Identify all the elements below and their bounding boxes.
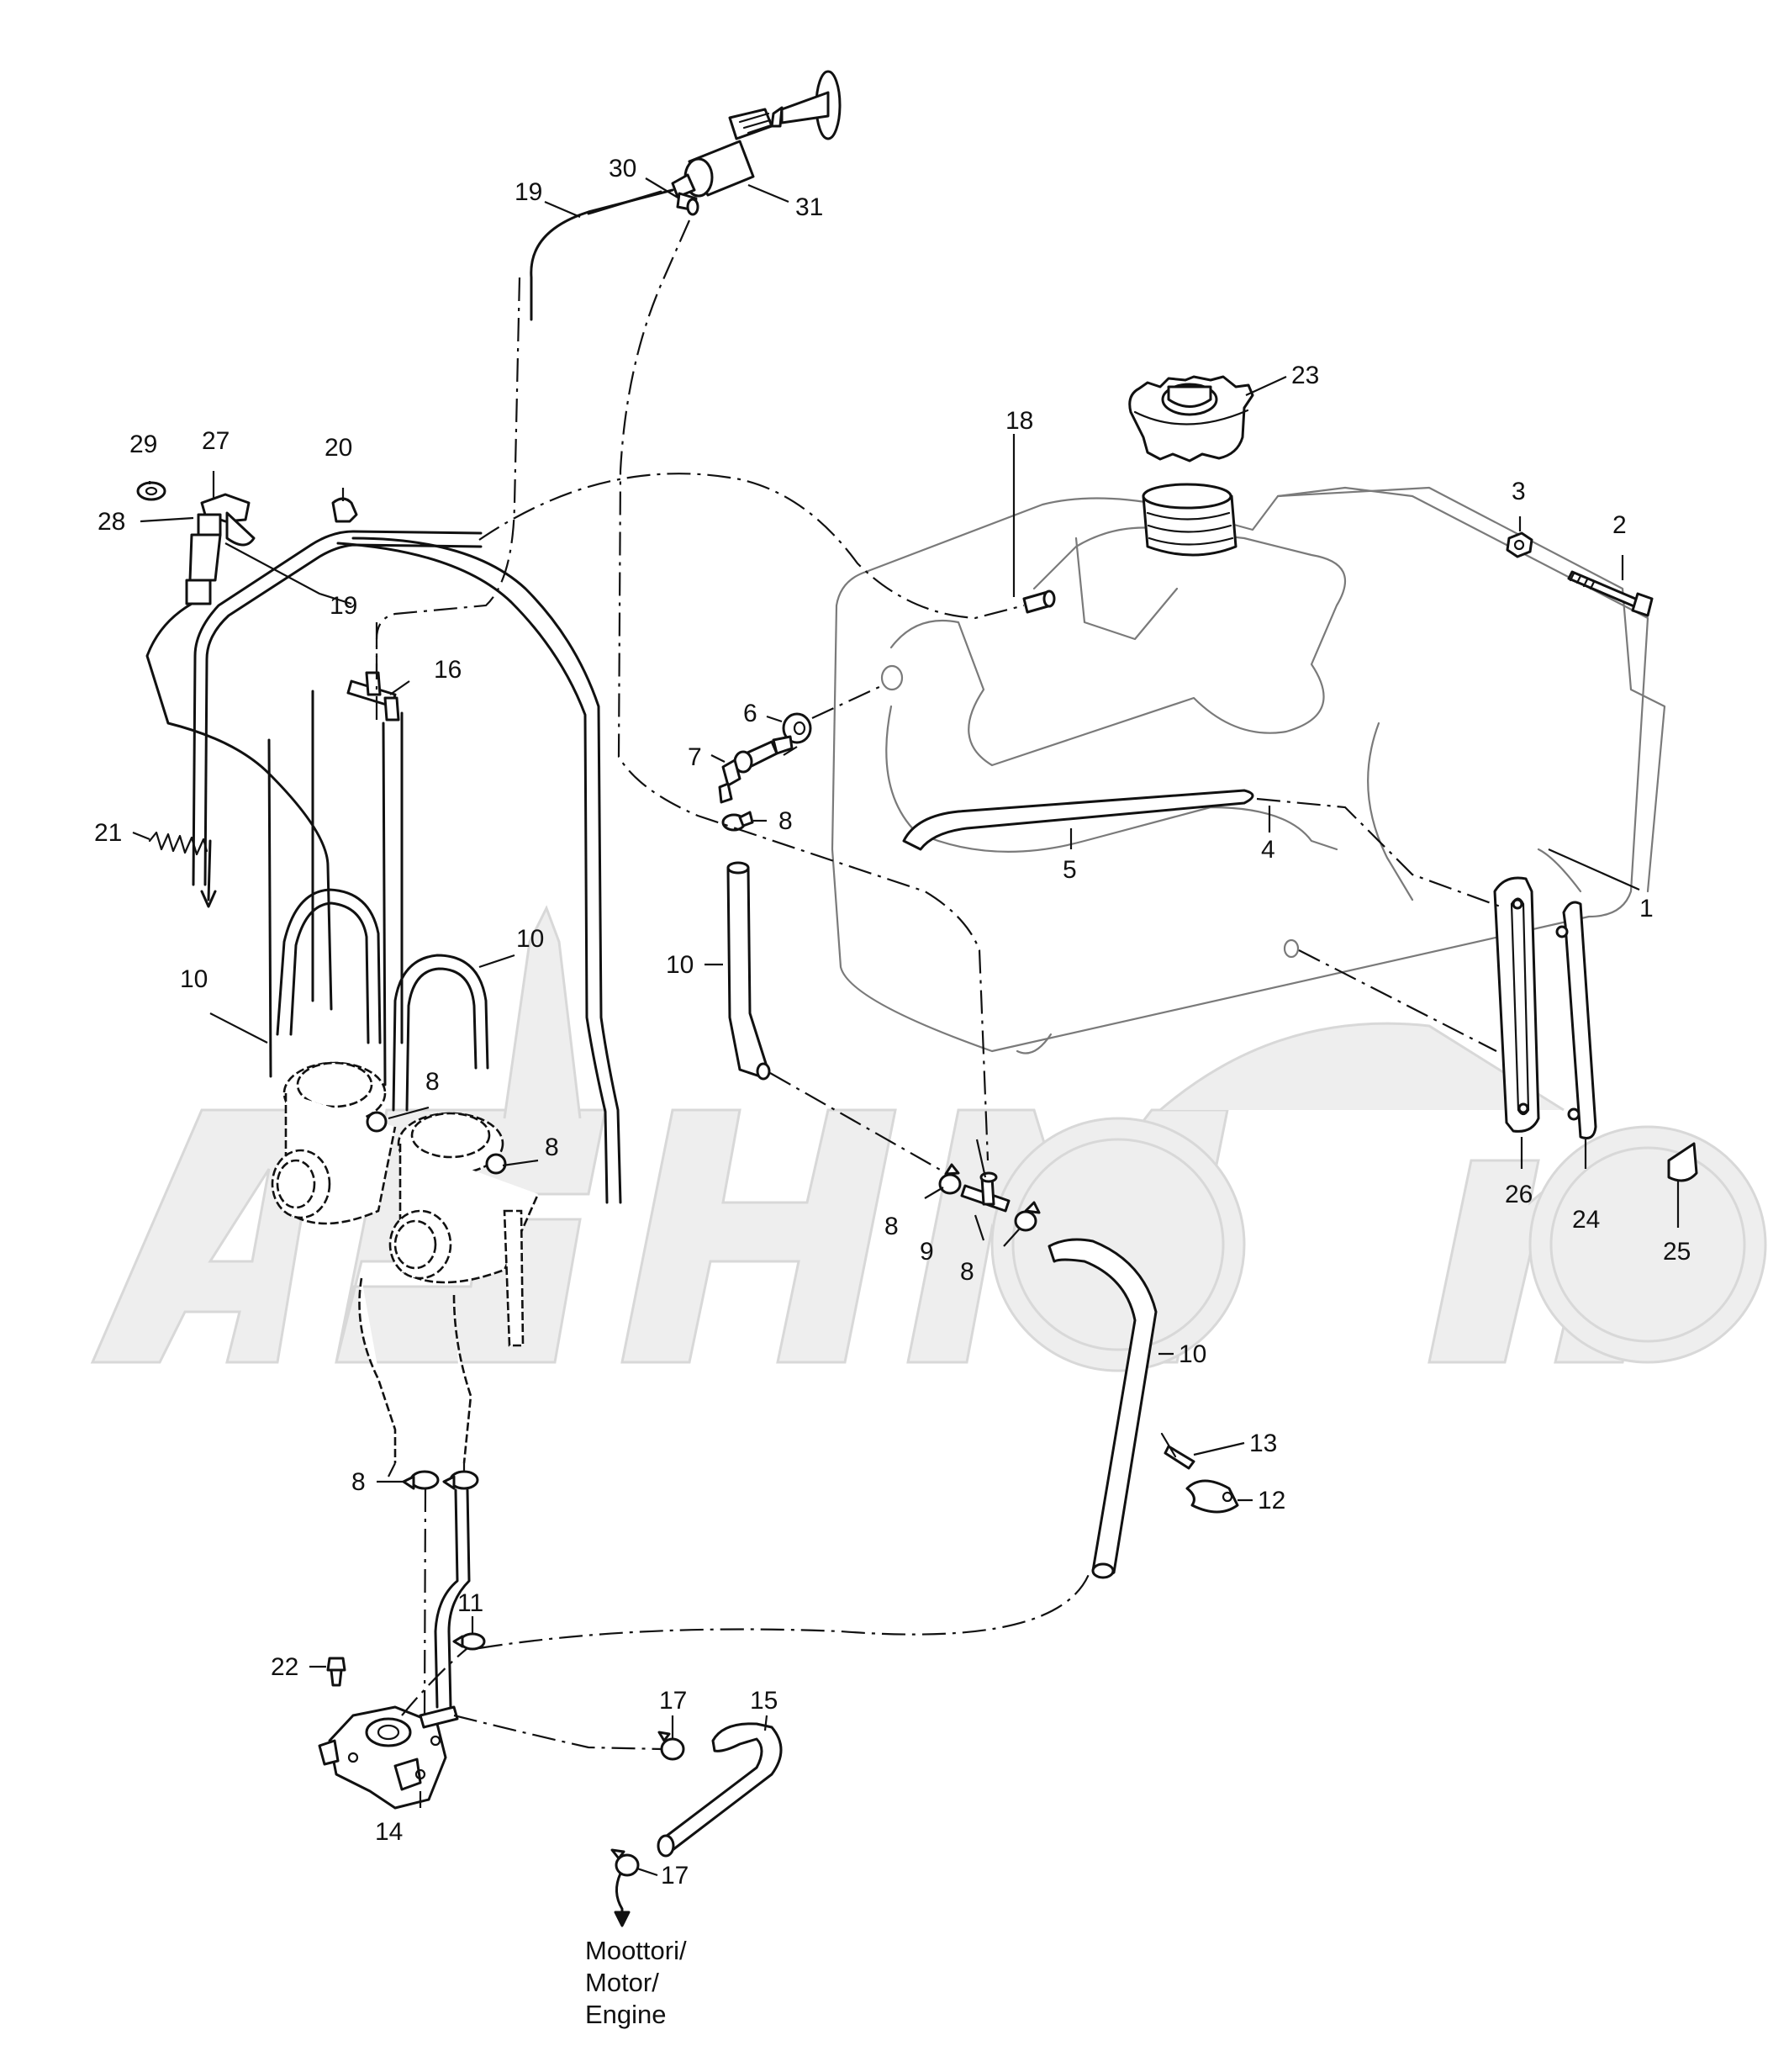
callout-23: 23 [1291, 362, 1319, 389]
callout-6: 6 [743, 700, 757, 727]
callout-30: 30 [609, 155, 636, 182]
callout-8e: 8 [960, 1258, 974, 1286]
callout-20: 20 [325, 434, 352, 462]
hose-clamp [938, 1163, 962, 1195]
callout-4: 4 [1261, 836, 1275, 864]
callout-8a: 8 [778, 807, 793, 835]
rubber-cushion [1555, 901, 1597, 1139]
primer-line [530, 188, 674, 321]
hose-clamp [452, 1632, 486, 1651]
vent-lines [267, 690, 404, 1086]
engine-note: Moottori/ Motor/ Engine [585, 1936, 687, 2029]
leader-lines [132, 177, 1680, 1877]
fuel-pump [318, 1705, 459, 1810]
callout-2: 2 [1612, 511, 1627, 539]
choke-knob [145, 493, 333, 1011]
mounting-bolt [1567, 570, 1654, 617]
engine-note-line1: Moottori/ [585, 1936, 687, 1965]
fuel-cap [1128, 375, 1254, 462]
vent-hose-loop-right [392, 954, 489, 1112]
callout-8c: 8 [545, 1134, 559, 1161]
tee-fitting [960, 1171, 1011, 1213]
return-hose [657, 1722, 783, 1858]
primer-line [192, 530, 622, 1204]
callout-8d: 8 [884, 1213, 899, 1240]
hose-clamp [402, 1470, 440, 1490]
callout-10c: 10 [516, 925, 544, 953]
hex-nut [1506, 531, 1533, 558]
retaining-clip [1185, 1479, 1239, 1514]
carburetor-assembly [271, 1061, 540, 1464]
hose-clamp [1014, 1201, 1041, 1232]
callout-18: 18 [1005, 407, 1033, 435]
callout-12: 12 [1258, 1487, 1285, 1514]
vent-cap [331, 497, 358, 523]
pump-hoses [434, 1488, 471, 1709]
primer-pump [671, 70, 842, 198]
engine-note-line3: Engine [585, 2000, 667, 2029]
routing-lines [375, 219, 1506, 1751]
fuel-hose-long [1048, 1238, 1158, 1579]
callout-22: 22 [271, 1653, 298, 1681]
adhesive-pad [1667, 1142, 1698, 1182]
fuel-tank [831, 483, 1666, 1054]
vent-tee [346, 671, 400, 722]
callout-29: 29 [129, 431, 157, 458]
callout-9: 9 [920, 1238, 934, 1266]
callout-8f: 8 [351, 1468, 366, 1496]
callout-10a: 10 [666, 951, 694, 979]
callout-27: 27 [202, 427, 230, 455]
hose-clamp [721, 811, 754, 832]
callout-11: 11 [457, 1589, 483, 1617]
callout-16: 16 [434, 656, 462, 684]
callout-31: 31 [795, 193, 823, 221]
fuel-hose-center [726, 861, 771, 1081]
callout-21: 21 [94, 819, 122, 847]
elbow-fitting [718, 735, 794, 804]
callout-8b: 8 [425, 1068, 440, 1096]
callout-17a: 17 [659, 1687, 687, 1715]
callout-10d: 10 [1179, 1340, 1206, 1368]
callout-7: 7 [688, 743, 702, 771]
callout-3: 3 [1512, 478, 1526, 505]
callout-28: 28 [98, 508, 125, 536]
callout-10b: 10 [180, 965, 208, 993]
hose-clamp [610, 1848, 640, 1877]
vent-hose-loop-left [276, 888, 382, 1044]
callout-15: 15 [750, 1687, 778, 1715]
callout-19b: 19 [330, 592, 357, 620]
screw [1160, 1432, 1195, 1470]
engine-line-arrow [614, 1872, 631, 1927]
mounting-bracket [1493, 876, 1540, 1133]
hose-clamp [442, 1470, 479, 1490]
primer-fitting [676, 192, 699, 216]
callout-24: 24 [1572, 1206, 1600, 1234]
pump-screw [326, 1657, 346, 1687]
callout-14: 14 [375, 1818, 403, 1846]
callout-19a: 19 [515, 178, 542, 206]
return-spring [148, 831, 208, 856]
callout-17b: 17 [661, 1862, 689, 1890]
jam-nut [136, 481, 166, 501]
callout-labels: 1 2 3 4 5 6 7 8 8 8 8 8 8 9 10 10 10 10 … [94, 155, 1691, 1890]
engine-note-line2: Motor/ [585, 1968, 659, 1997]
callout-25: 25 [1663, 1238, 1691, 1266]
callout-5: 5 [1063, 856, 1077, 884]
callout-26: 26 [1505, 1181, 1533, 1208]
hose-clamp [657, 1731, 685, 1761]
callout-13: 13 [1249, 1430, 1277, 1457]
choke-cable [200, 839, 217, 908]
callout-1: 1 [1639, 895, 1654, 922]
